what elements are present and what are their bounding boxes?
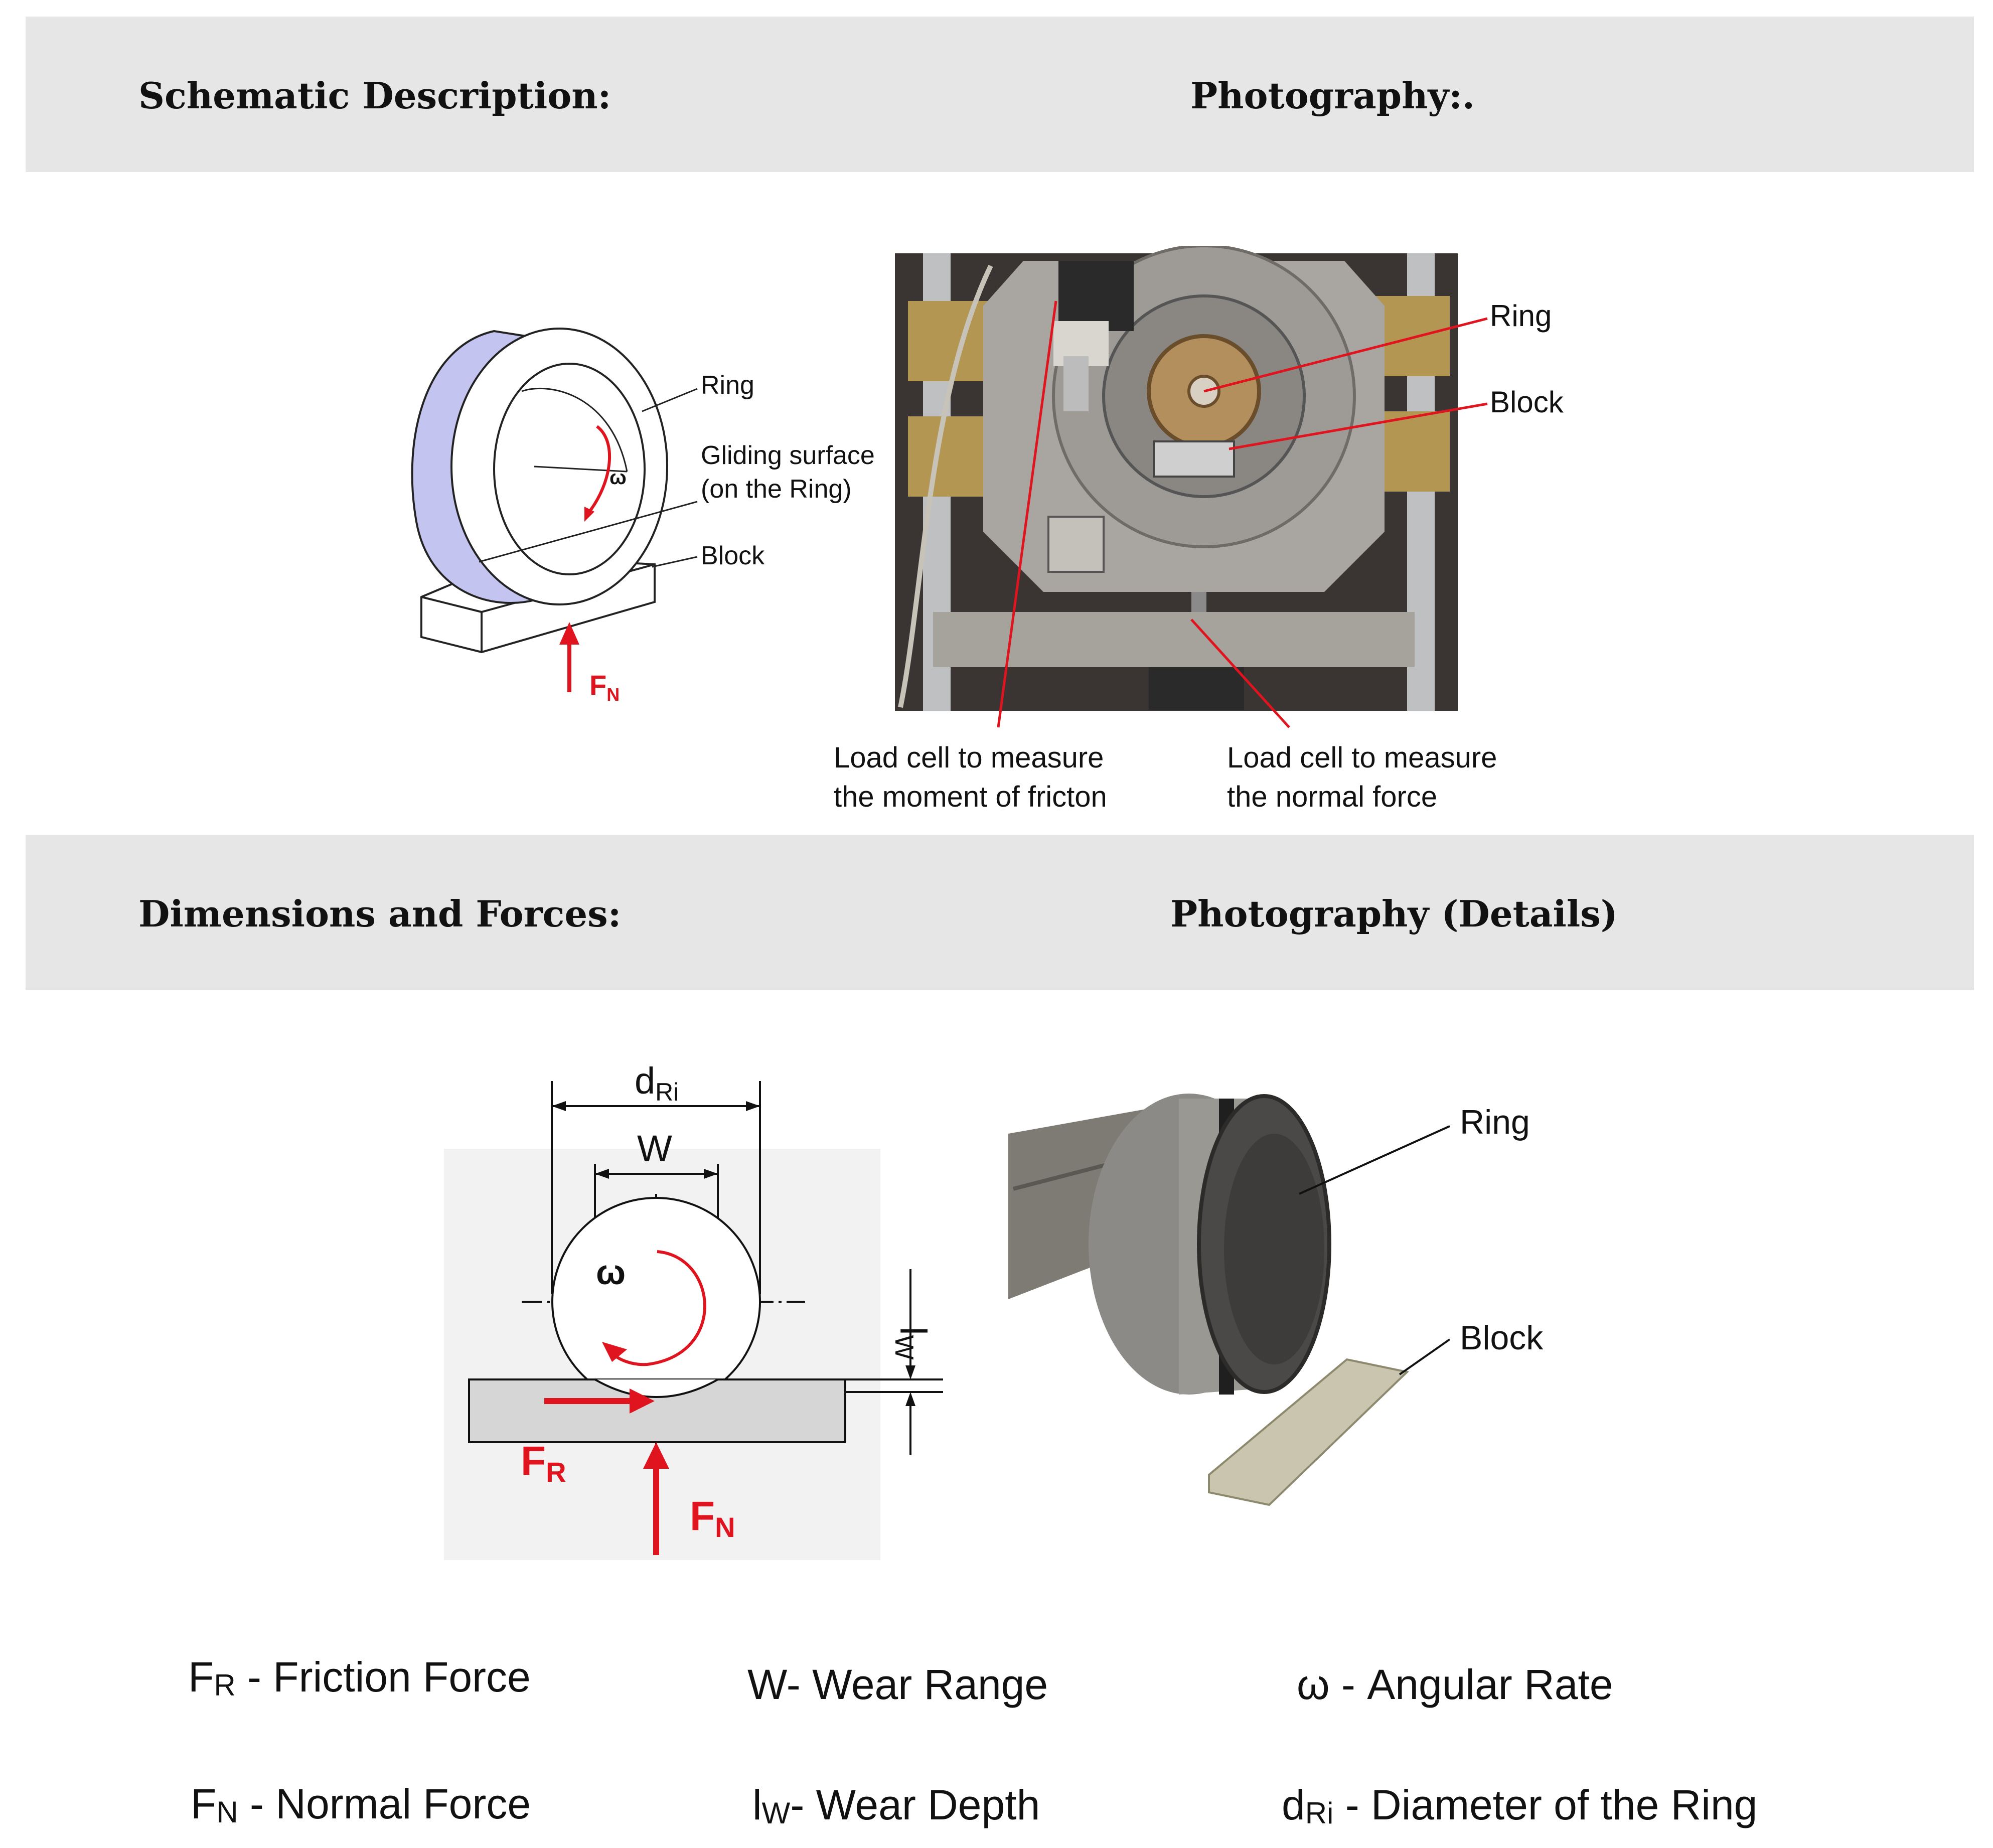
block-holder [1153, 440, 1235, 478]
dimensions-diagram: dRi W ω lW FR FN [444, 1060, 943, 1560]
moment-load-cell-label-2: the moment of fricton [834, 781, 1107, 813]
normal-force-label: FN [690, 1493, 735, 1543]
legend-dri-subscript: Ri [1305, 1796, 1334, 1830]
gliding-surface-label: Gliding surface [701, 441, 875, 470]
legend-lw-subscript: W [761, 1796, 791, 1830]
photo-section-title: Photography:. [1190, 74, 1475, 117]
legend-lw-text: - Wear Depth [790, 1781, 1040, 1828]
schematic-diagram: ω FN Ring Gliding surface (on the Ring) … [401, 316, 875, 705]
header-band-top: Schematic Description: Photography:. [26, 17, 1974, 172]
legend-normal-force: FN - Normal Force [191, 1780, 531, 1829]
legend-omega-text: ω - Angular Rate [1297, 1661, 1613, 1708]
schematic-section-title: Schematic Description: [138, 74, 611, 117]
detail-ring-label: Ring [1460, 1103, 1530, 1141]
wear-range-label: W [637, 1128, 672, 1169]
legend-friction-force: FR - Friction Force [188, 1653, 531, 1703]
ring-block-detail-photo: Ring Block [1008, 1094, 1544, 1506]
legend-fr-text: - Friction Force [235, 1653, 531, 1701]
moment-load-cell-label: Load cell to measure [834, 741, 1104, 774]
detail-block [1208, 1358, 1410, 1506]
cross-beam [933, 612, 1415, 667]
legend-ring-diameter: dRi - Diameter of the Ring [1282, 1781, 1757, 1830]
ring-label: Ring [701, 371, 754, 400]
rotation-arrow [609, 1250, 706, 1366]
normal-load-cell-label: Load cell to measure [1227, 741, 1497, 774]
legend-dri-text: - Diameter of the Ring [1333, 1781, 1758, 1828]
legend-wear-range: W- Wear Range [747, 1660, 1048, 1709]
legend-wear-depth: lW- Wear Depth [752, 1781, 1040, 1830]
moment-load-cell [1058, 261, 1134, 331]
omega-symbol: ω [609, 467, 627, 489]
gliding-surface-label-2: (on the Ring) [701, 475, 852, 504]
friction-force-label: FR [521, 1438, 566, 1488]
test-rig-photo: Ring Block Load cell to measure the mome… [834, 246, 1564, 813]
photo-ring-label: Ring [1490, 299, 1552, 333]
ring-cross-section [551, 1197, 761, 1407]
normal-load-cell-label-2: the normal force [1227, 781, 1437, 813]
legend-w-text: W- Wear Range [747, 1661, 1048, 1708]
legend-fn-symbol: F [191, 1780, 217, 1827]
photo-block-label: Block [1490, 385, 1564, 419]
legend-angular-rate: ω - Angular Rate [1297, 1660, 1613, 1709]
legend-fr-symbol: F [188, 1653, 214, 1701]
header-band-bottom: Dimensions and Forces: Photography (Deta… [26, 835, 1974, 990]
legend-fn-subscript: N [216, 1795, 238, 1829]
schematic-force-label: FN [589, 669, 620, 705]
photo-details-section-title: Photography (Details) [1170, 892, 1618, 935]
rotation-arrow [588, 425, 611, 513]
legend-dri-symbol: d [1282, 1781, 1305, 1828]
legend-fn-text: - Normal Force [238, 1780, 531, 1827]
legend-fr-subscript: R [214, 1668, 236, 1702]
wear-depth-label: lW [889, 1327, 934, 1360]
omega-symbol: ω [596, 1253, 626, 1292]
detail-block-label: Block [1460, 1319, 1544, 1357]
legend-lw-symbol: l [752, 1781, 762, 1828]
block-label: Block [701, 541, 765, 570]
diameter-label: dRi [635, 1060, 679, 1106]
dimensions-section-title: Dimensions and Forces: [138, 892, 622, 935]
